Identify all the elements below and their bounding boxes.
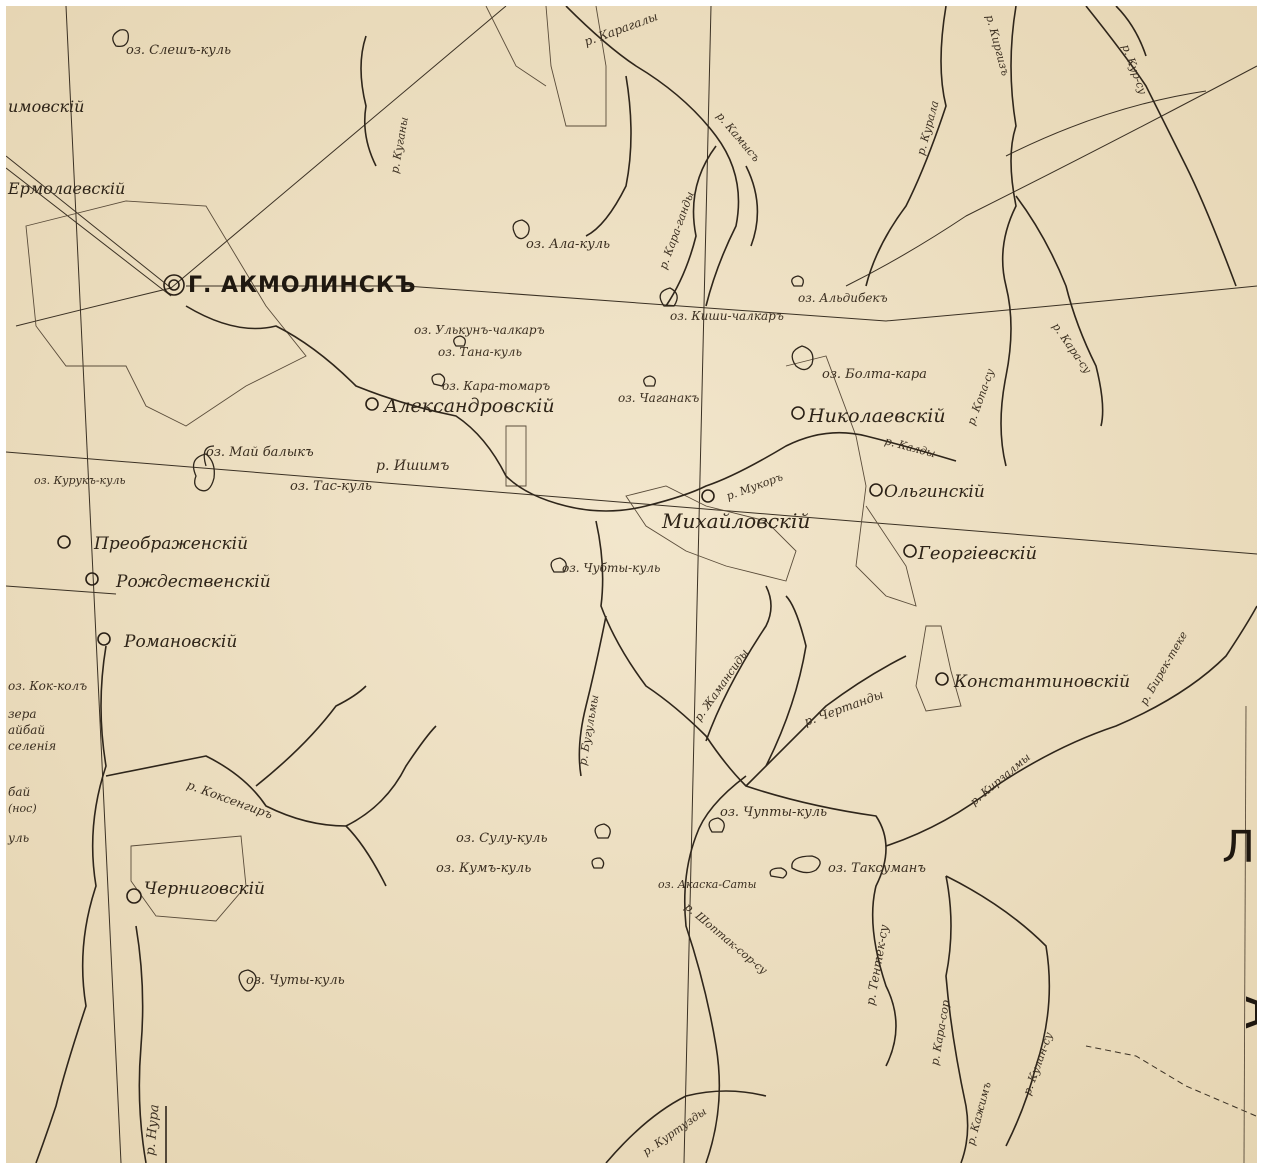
margin-left-2: айбай	[8, 723, 45, 737]
lake-sleshch	[112, 29, 129, 48]
label-lake-chupty: оз. Чупты-куль	[720, 805, 827, 820]
label-lake-kum: оз. Кумъ-куль	[436, 861, 531, 876]
settlement-labels: Александровскій Николаевскій Ольгинскій …	[7, 97, 1130, 899]
margin-right-letter-1: Л	[1222, 822, 1256, 873]
nikolaevsky-marker	[791, 406, 805, 420]
label-lake-sleshch: оз. Слешъ-куль	[126, 43, 231, 58]
boundaries	[25, 6, 1247, 1163]
label-preobrazhensky: Преображенскій	[93, 534, 248, 554]
label-olginsky: Ольгинскій	[884, 482, 985, 502]
label-aleksandrovsky: Александровскій	[382, 395, 555, 417]
rivers	[35, 6, 1257, 1163]
lake-chuty	[238, 969, 257, 992]
label-konstantinovsky: Константиновскій	[953, 672, 1130, 692]
city-label-akmolinsk: Г. АКМОЛИНСКЪ	[188, 273, 417, 298]
label-lake-aldibek: оз. Альдибекъ	[798, 291, 888, 305]
preobrazhensky-marker	[57, 535, 71, 549]
lake-kishi	[659, 287, 678, 307]
akmolinsk-marker	[163, 274, 185, 296]
lake-tana	[453, 335, 466, 347]
label-mikhailovsky: Михайловскій	[661, 509, 810, 533]
settlement-markers	[57, 274, 949, 904]
margin-right-letter-2: А	[1234, 996, 1257, 1030]
label-lake-bolta: оз. Болта-кара	[822, 367, 927, 382]
lake-sulu	[594, 823, 611, 839]
lake-labels: оз. Слешъ-куль оз. Ала-куль оз. Улькунъ-…	[8, 43, 927, 988]
label-lake-tana: оз. Тана-куль	[438, 345, 522, 359]
chernigovsky-marker	[126, 888, 142, 904]
lakes	[112, 29, 821, 992]
label-ermolaevsky: Ермолаевскій	[7, 179, 125, 198]
olginsky-marker	[869, 483, 883, 497]
label-lake-mai-balyk: оз. Май балыкъ	[206, 445, 314, 460]
lake-chupty	[708, 817, 725, 833]
label-rozhdestvensky: Рождественскій	[115, 572, 271, 592]
lake-kara-tomar	[431, 373, 446, 387]
label-romanovsky: Романовскій	[123, 632, 237, 652]
label-lake-sulu: оз. Сулу-куль	[456, 831, 548, 846]
rozhdestvensky-marker	[85, 572, 99, 586]
lake-kum	[591, 857, 605, 869]
margin-fragments: зера айбай селенія бай (нос) уль Л А	[7, 707, 1257, 1030]
margin-left-4: бай	[8, 785, 30, 799]
roads	[6, 6, 1257, 1117]
margin-left-6: уль	[7, 831, 29, 845]
label-river-ishim: р. Ишимъ	[376, 458, 449, 474]
margin-left-1: зера	[8, 707, 36, 721]
georgievsky-marker	[903, 544, 917, 558]
label-lake-kara-tomar: оз. Кара-томаръ	[442, 379, 550, 393]
map-canvas: Г. АКМОЛИНСКЪ Александровскій Николаевск…	[6, 6, 1257, 1163]
label-lake-tas: оз. Тас-куль	[290, 479, 372, 494]
label-lake-kishi: оз. Киши-чалкаръ	[670, 309, 784, 323]
label-chernigovsky: Черниговскій	[144, 879, 265, 899]
label-lake-kokpol: оз. Кок-колъ	[8, 679, 87, 693]
lake-aldibek	[791, 275, 804, 287]
label-lake-ulkun: оз. Улькунъ-чалкаръ	[414, 323, 545, 337]
label-lake-chubty: оз. Чубты-куль	[562, 561, 660, 575]
label-lake-chaganak: оз. Чаганакъ	[618, 391, 699, 405]
label-lake-kuruk: оз. Курукъ-куль	[34, 474, 126, 487]
label-lake-taksuman: оз. Таксуманъ	[828, 861, 926, 876]
label-georgievsky: Георгіевскій	[917, 543, 1037, 564]
label-lake-ala: оз. Ала-куль	[526, 237, 610, 252]
romanovsky-marker	[97, 632, 111, 646]
map-sheet: Г. АКМОЛИНСКЪ Александровскій Николаевск…	[6, 6, 1257, 1163]
konstantinovsky-marker	[935, 672, 949, 686]
lake-bolta	[791, 345, 814, 371]
label-lake-chuty: оз. Чуты-куль	[246, 973, 345, 988]
aleksandrovsky-marker	[365, 397, 379, 411]
label-partial-top-left: имовскій	[8, 97, 84, 116]
mikhailovsky-marker	[701, 489, 715, 503]
label-lake-akaska: оз. Акаска-Саты	[658, 878, 756, 891]
lake-chaganak	[643, 375, 656, 387]
label-river-nura: р. Нура	[143, 1104, 162, 1157]
lake-mai-balyk	[192, 453, 215, 492]
label-nikolaevsky: Николаевскій	[807, 405, 946, 427]
margin-left-5: (нос)	[8, 802, 37, 815]
margin-left-3: селенія	[8, 739, 56, 753]
lake-akaska	[769, 867, 788, 879]
lake-ala	[512, 219, 530, 240]
lake-taksuman	[791, 855, 821, 874]
lake-chubty	[550, 557, 567, 573]
